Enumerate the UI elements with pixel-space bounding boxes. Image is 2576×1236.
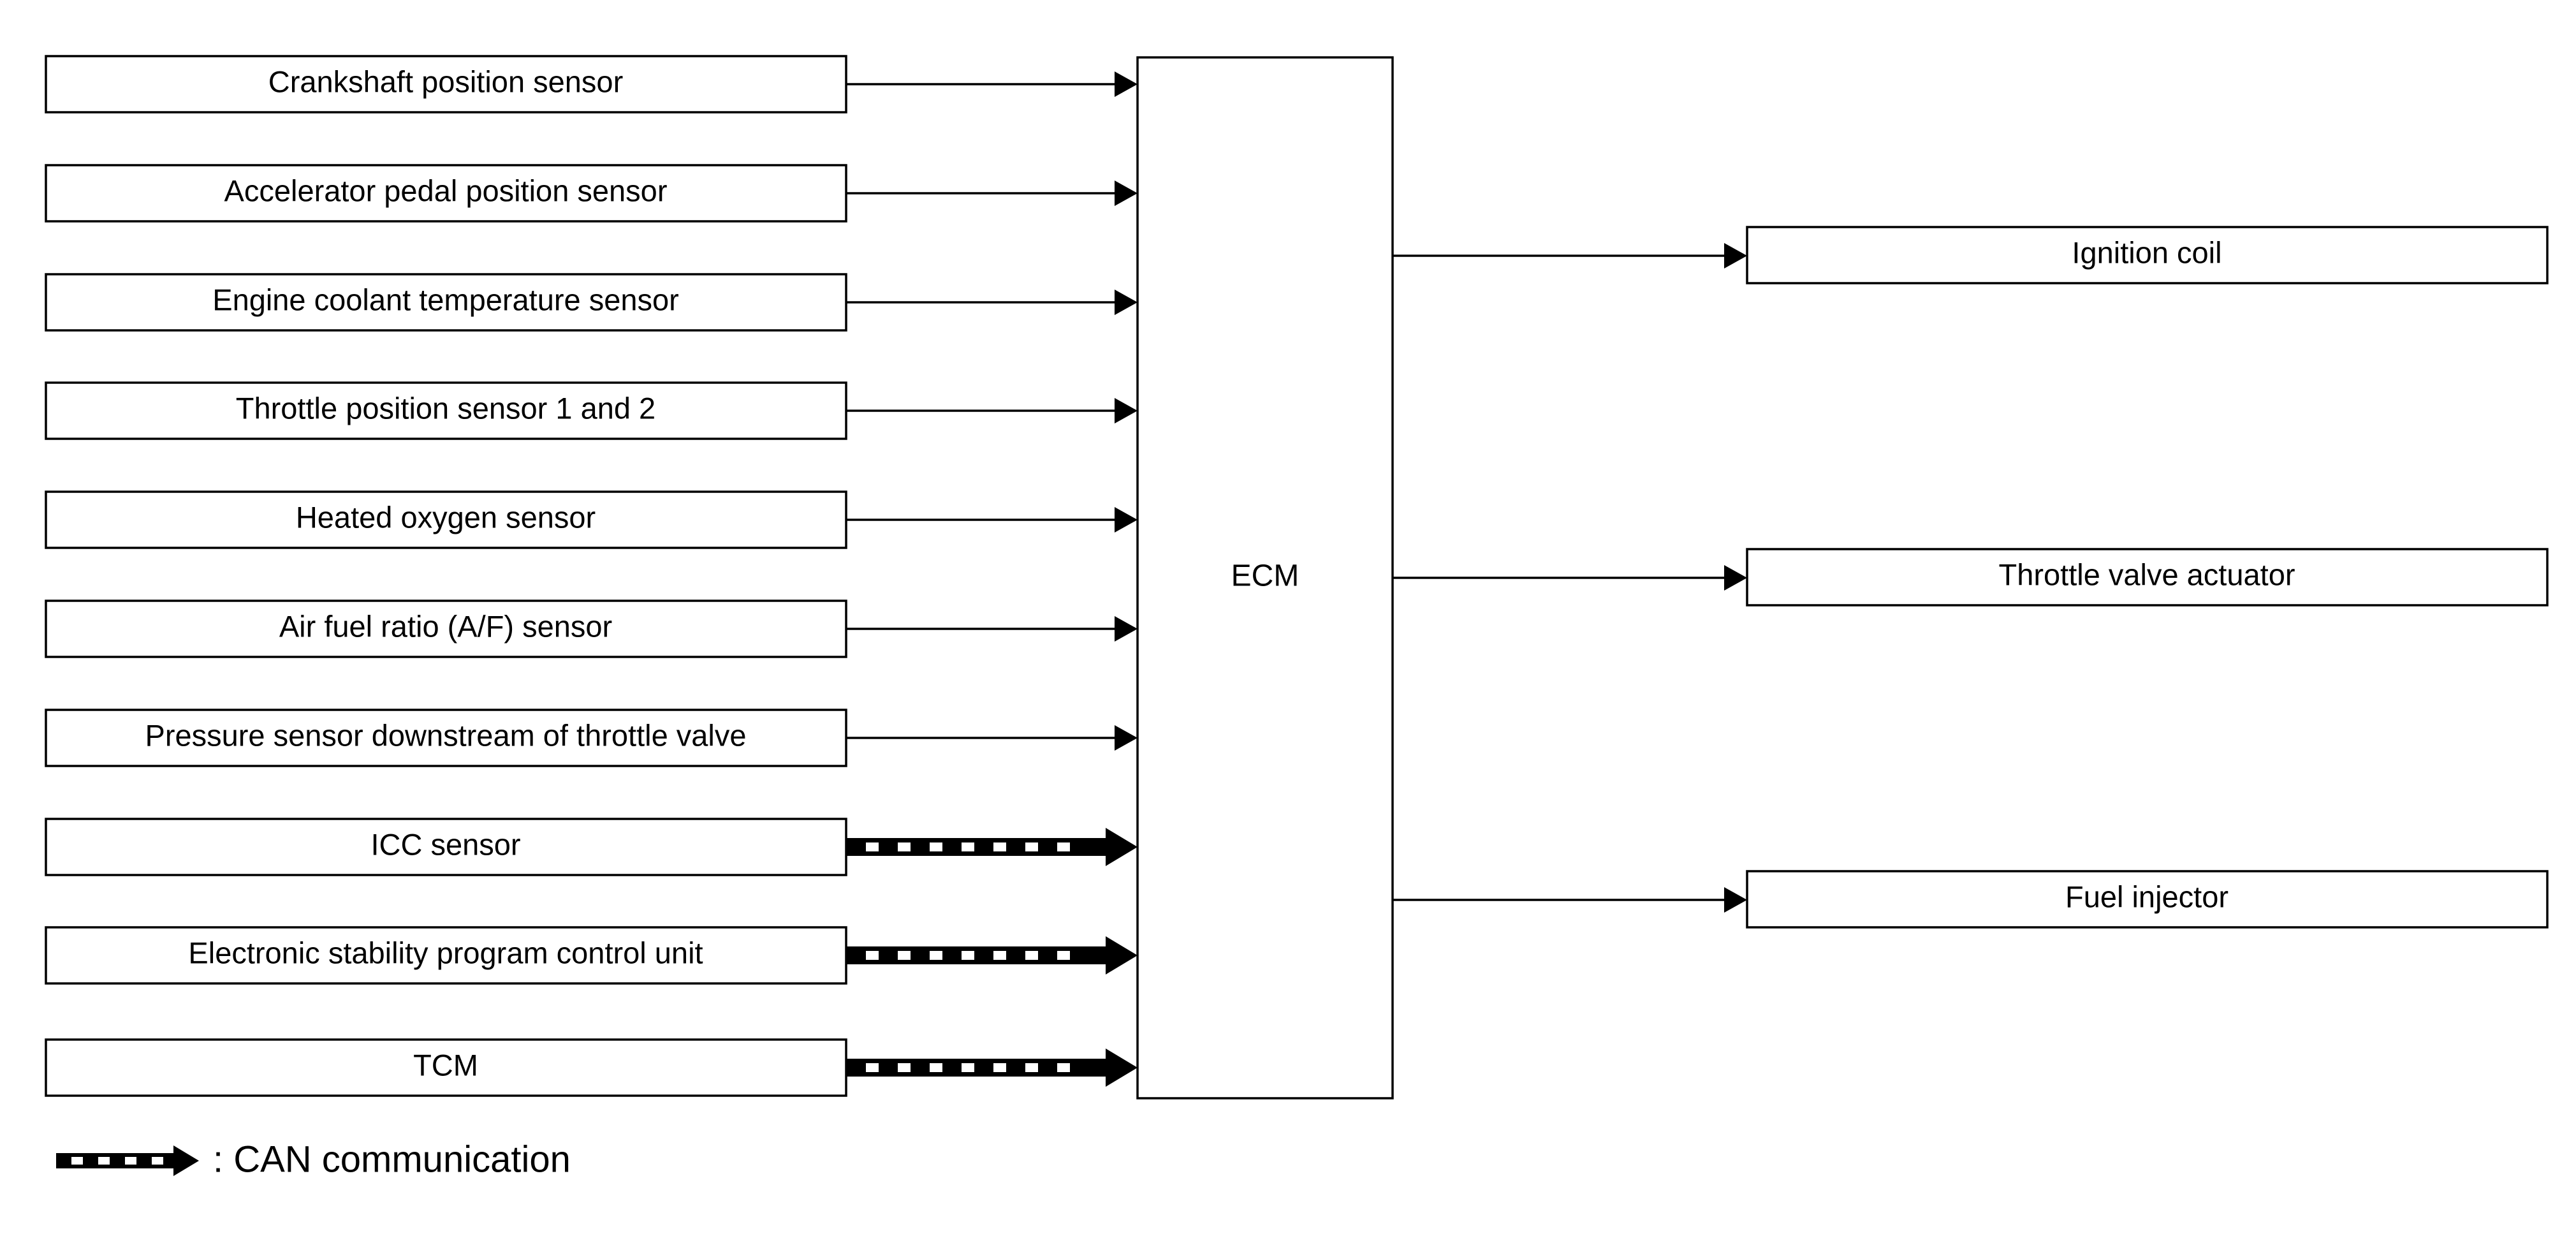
- legend-can-arrow-icon: [56, 1145, 199, 1176]
- input-label: Crankshaft position sensor: [268, 64, 623, 98]
- input-label: Accelerator pedal position sensor: [224, 173, 668, 207]
- input-box: [45, 490, 847, 549]
- ecm-box: [1136, 56, 1394, 1100]
- output-label: Ignition coil: [2072, 235, 2221, 269]
- input-label: ICC sensor: [370, 827, 520, 861]
- input-box: [45, 600, 847, 658]
- input-icc-sensor: ICC sensor: [45, 818, 847, 876]
- input-tcm: TCM: [45, 1038, 847, 1097]
- input-heated-oxygen-sensor: Heated oxygen sensor: [45, 490, 847, 549]
- output-arrowhead: [1724, 565, 1747, 591]
- output-box: [1746, 548, 2549, 607]
- can-arrow: [846, 1048, 1138, 1087]
- legend: : CAN communication: [56, 1138, 571, 1180]
- hardwire-arrow: [846, 507, 1138, 533]
- input-esp-control-unit: Electronic stability program control uni…: [45, 926, 847, 985]
- output-arrowhead: [1724, 243, 1747, 269]
- hardwire-arrow: [846, 398, 1138, 423]
- legend-label: : CAN communication: [213, 1138, 571, 1180]
- hardwire-arrow: [846, 71, 1138, 97]
- output-throttle-valve-actuator: Throttle valve actuator: [1393, 548, 2549, 607]
- output-fuel-injector: Fuel injector: [1393, 870, 2549, 929]
- input-label: Electronic stability program control uni…: [188, 936, 703, 969]
- output-label: Fuel injector: [2065, 879, 2228, 913]
- ecm-block: ECM: [1136, 56, 1394, 1100]
- output-label: Throttle valve actuator: [1999, 557, 2295, 591]
- input-box: [45, 709, 847, 767]
- input-throttle-position-sensor: Throttle position sensor 1 and 2: [45, 381, 847, 440]
- can-arrow: [846, 828, 1138, 866]
- input-box: [45, 926, 847, 985]
- input-engine-coolant-temperature-sensor: Engine coolant temperature sensor: [45, 273, 847, 332]
- input-box: [45, 381, 847, 440]
- input-label: Throttle position sensor 1 and 2: [236, 391, 655, 425]
- input-group: Crankshaft position sensor Accelerator p…: [45, 55, 847, 1097]
- input-box: [45, 164, 847, 223]
- can-arrow: [846, 936, 1138, 975]
- input-accelerator-pedal-position-sensor: Accelerator pedal position sensor: [45, 164, 847, 223]
- input-label: Heated oxygen sensor: [296, 500, 596, 534]
- output-arrowhead: [1724, 887, 1747, 913]
- input-box: [45, 818, 847, 876]
- hardwire-arrow: [846, 290, 1138, 315]
- output-box: [1746, 226, 2549, 284]
- ecm-label: ECM: [1231, 559, 1299, 593]
- hardwire-arrow: [846, 616, 1138, 642]
- output-ignition-coil: Ignition coil: [1393, 226, 2549, 284]
- input-pressure-sensor: Pressure sensor downstream of throttle v…: [45, 709, 847, 767]
- input-label: Air fuel ratio (A/F) sensor: [279, 609, 612, 643]
- output-box: [1746, 870, 2549, 929]
- input-box: [45, 55, 847, 114]
- input-air-fuel-ratio-sensor: Air fuel ratio (A/F) sensor: [45, 600, 847, 658]
- input-label: TCM: [413, 1048, 478, 1082]
- input-label: Pressure sensor downstream of throttle v…: [145, 718, 746, 752]
- output-group: Ignition coil Throttle valve actuator Fu…: [1393, 226, 2549, 929]
- input-label: Engine coolant temperature sensor: [212, 283, 679, 316]
- hardwire-arrow: [846, 180, 1138, 206]
- input-crankshaft-position-sensor: Crankshaft position sensor: [45, 55, 847, 114]
- input-connectors: [846, 71, 1138, 1087]
- hardwire-arrow: [846, 725, 1138, 751]
